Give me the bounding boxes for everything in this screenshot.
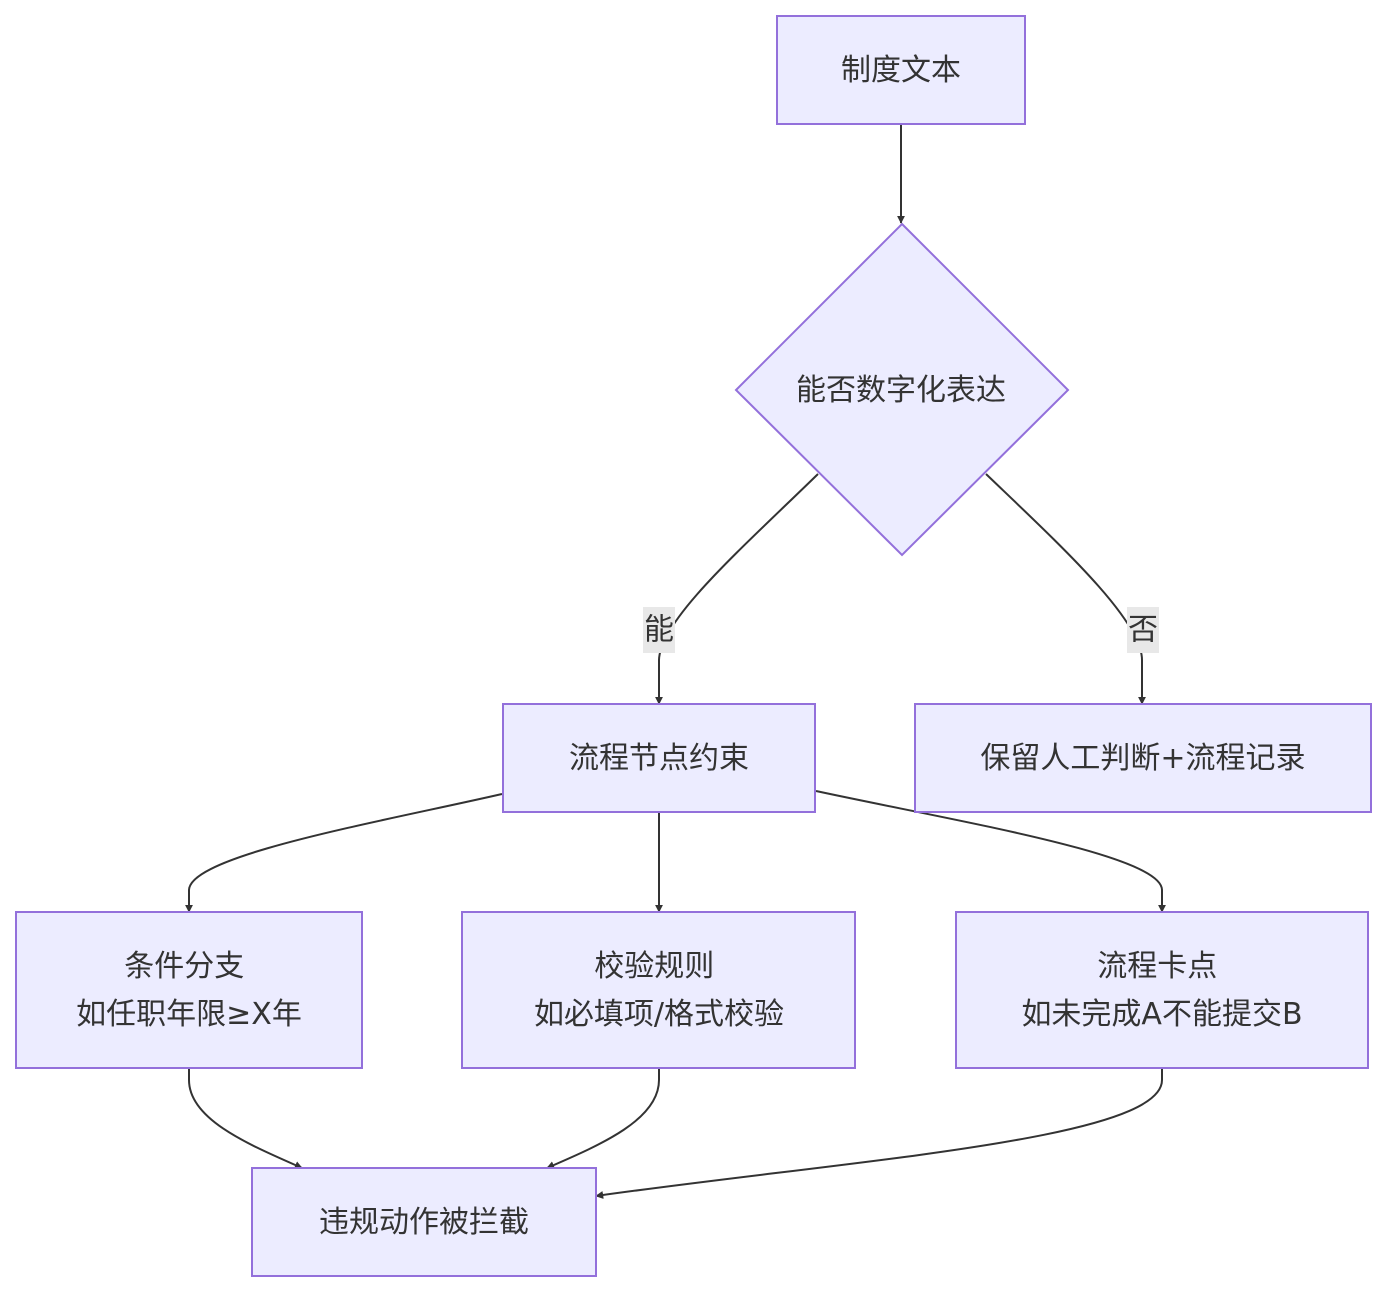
node-process-constraint-line-1: 流程节点约束 bbox=[569, 741, 749, 776]
node-policy-text-label: 制度文本 bbox=[841, 53, 961, 88]
edge-decision-to-manual bbox=[985, 473, 1146, 705]
node-manual-judgment-label: 保留人工判断+流程记录 bbox=[980, 741, 1305, 776]
edge-label-yes: 能 bbox=[643, 607, 675, 653]
node-violation-blocked: 违规动作被拦截 bbox=[251, 1167, 597, 1277]
edge-validation-to-blocked bbox=[546, 1069, 660, 1169]
edge-checkpoint-to-blocked bbox=[595, 1069, 1163, 1199]
node-policy-text: 制度文本 bbox=[776, 15, 1026, 125]
edge-label-no-text: 否 bbox=[1128, 613, 1158, 648]
edge-label-no: 否 bbox=[1127, 607, 1159, 653]
node-decision-can-digitize-label: 能否数字化表达 bbox=[796, 373, 1006, 408]
node-condition-branch-line-1: 条件分支 bbox=[124, 949, 244, 984]
node-manual-judgment-line-1: 保留人工判断+流程记录 bbox=[980, 741, 1305, 776]
node-policy-text-line-1: 制度文本 bbox=[841, 53, 961, 88]
node-process-checkpoint-label: 流程卡点 如未完成A不能提交B bbox=[1021, 949, 1302, 1032]
node-manual-judgment: 保留人工判断+流程记录 bbox=[914, 703, 1372, 813]
edges bbox=[185, 125, 1166, 1199]
node-process-constraint-label: 流程节点约束 bbox=[569, 741, 749, 776]
node-condition-branch: 条件分支 如任职年限≥X年 bbox=[15, 911, 363, 1069]
node-condition-branch-line-2: 如任职年限≥X年 bbox=[76, 997, 302, 1032]
node-decision-can-digitize-line-1: 能否数字化表达 bbox=[796, 373, 1006, 408]
edge-constraint-to-checkpoint bbox=[815, 790, 1166, 913]
node-validation-rules: 校验规则 如必填项/格式校验 bbox=[461, 911, 856, 1069]
node-validation-rules-label: 校验规则 如必填项/格式校验 bbox=[534, 949, 784, 1032]
node-validation-rules-line-1: 校验规则 bbox=[594, 949, 714, 984]
node-process-constraint: 流程节点约束 bbox=[502, 703, 816, 813]
edge-decision-to-constraint bbox=[655, 473, 819, 705]
node-condition-branch-label: 条件分支 如任职年限≥X年 bbox=[76, 949, 302, 1032]
edge-condition-to-blocked bbox=[188, 1069, 303, 1169]
node-validation-rules-line-2: 如必填项/格式校验 bbox=[534, 997, 784, 1032]
node-violation-blocked-label: 违规动作被拦截 bbox=[319, 1205, 529, 1240]
node-decision-can-digitize: 能否数字化表达 bbox=[734, 222, 1070, 557]
node-process-checkpoint-line-2: 如未完成A不能提交B bbox=[1021, 997, 1302, 1032]
node-process-checkpoint: 流程卡点 如未完成A不能提交B bbox=[955, 911, 1369, 1069]
edge-constraint-to-condition bbox=[185, 793, 503, 913]
node-violation-blocked-line-1: 违规动作被拦截 bbox=[319, 1205, 529, 1240]
edge-label-yes-text: 能 bbox=[644, 613, 674, 648]
node-process-checkpoint-line-1: 流程卡点 bbox=[1097, 949, 1217, 984]
